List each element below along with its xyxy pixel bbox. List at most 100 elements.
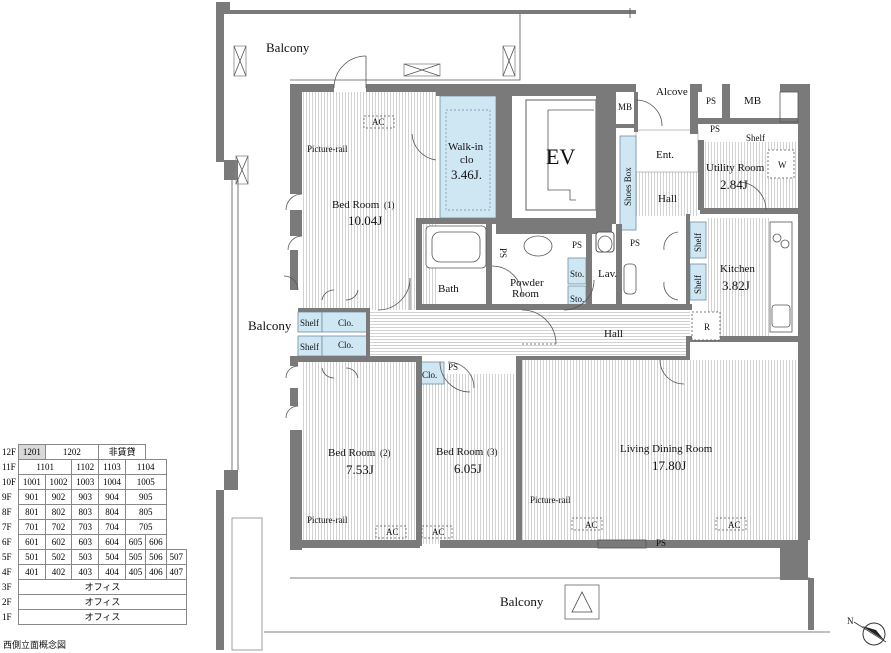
- unit-cell: 902: [44, 489, 73, 505]
- bedroom2-number: (2): [380, 448, 391, 458]
- bedroom3-name: Bed Room: [436, 446, 484, 458]
- ps-powder-label: PS: [572, 240, 582, 250]
- ac-ldr2-label: AC: [728, 520, 741, 530]
- unit-cell: 505: [124, 549, 147, 565]
- floor-label: 4F: [2, 567, 12, 577]
- bedroom1-number: (1): [384, 200, 395, 210]
- floor-label: 5F: [2, 552, 12, 562]
- unit-cell: 506: [145, 549, 167, 565]
- unit-cell: 1201: [18, 444, 46, 460]
- floor-fills: [302, 92, 798, 544]
- unit-cell: 602: [44, 534, 73, 550]
- ps-bottom-label: PS: [656, 538, 666, 548]
- kitchen-shelf-label-2: Shelf: [693, 275, 703, 294]
- unit-cell: 406: [145, 564, 167, 580]
- unit-cell: 905: [124, 489, 167, 505]
- floor-label: 7F: [2, 522, 12, 532]
- floor-label: 10F: [2, 477, 17, 487]
- unit-cell: 1102: [71, 459, 100, 475]
- unit-cell: 604: [98, 534, 126, 550]
- walkin-name-2: clo: [460, 154, 474, 166]
- kitchen-name: Kitchen: [720, 263, 755, 275]
- ps-mid-label: PS: [448, 362, 458, 372]
- bedroom3-size: 6.05J: [454, 461, 482, 476]
- living-dining-size: 17.80J: [652, 458, 686, 473]
- unit-cell: 407: [165, 564, 188, 580]
- hall-upper-label: Hall: [658, 193, 677, 205]
- left-closet-label-1: Clo.: [338, 318, 353, 328]
- balcony-top-label: Balcony: [266, 40, 310, 55]
- unit-cell: 1101: [17, 459, 73, 475]
- unit-cell: 403: [71, 564, 100, 580]
- unit-cell: オフィス: [18, 609, 187, 625]
- walkin-name: Walk-in: [448, 141, 484, 153]
- mid-closet-label: Clo.: [422, 370, 437, 380]
- unit-cell: 705: [124, 519, 167, 535]
- left-shelf-label-1: Shelf: [300, 318, 319, 328]
- bedroom3-number: (3): [487, 447, 498, 457]
- unit-cell: 704: [98, 519, 126, 535]
- unit-cell: 606: [145, 534, 167, 550]
- left-shelf-label-2: Shelf: [300, 342, 319, 352]
- bedroom2-size: 7.53J: [346, 462, 374, 477]
- bath-fixtures: [425, 149, 795, 341]
- unit-cell: 803: [71, 504, 100, 520]
- unit-cell: 805: [124, 504, 167, 520]
- unit-cell: 1103: [98, 459, 126, 475]
- unit-cell: 405: [124, 564, 147, 580]
- utility-room-name: Utility Room: [706, 162, 765, 174]
- ac-bed3-label: AC: [432, 527, 445, 537]
- unit-cell: 703: [71, 519, 100, 535]
- utility-room-size: 2.84J: [720, 177, 748, 192]
- storage-label-1: Sto.: [570, 269, 584, 279]
- unit-cell: 904: [98, 489, 126, 505]
- shelf-top-label: Shelf: [746, 133, 765, 143]
- unit-cell: オフィス: [18, 579, 187, 595]
- shoes-box-label: Shoes Box: [623, 167, 633, 206]
- room-labels: Balcony Balcony Balcony Bed Room (1) 10.…: [248, 40, 787, 609]
- unit-cell: 802: [44, 504, 73, 520]
- north-label: N: [847, 616, 854, 626]
- north-arrow-icon: N: [847, 616, 887, 646]
- powder-room-label-2: Room: [512, 288, 539, 300]
- door-swings: [283, 55, 799, 549]
- unit-cell: 801: [18, 504, 46, 520]
- unit-cell: 901: [18, 489, 46, 505]
- unit-cell: オフィス: [18, 594, 187, 610]
- balcony-bottom-label: Balcony: [500, 594, 544, 609]
- floor-label: 1F: [2, 612, 12, 622]
- unit-cell: 501: [18, 549, 46, 565]
- unit-cell: 404: [98, 564, 126, 580]
- kitchen-size: 3.82J: [722, 278, 750, 293]
- unit-cell: 1001: [18, 474, 46, 490]
- unit-cell: 1002: [44, 474, 73, 490]
- elevation-caption: 西側立面概念図: [3, 641, 67, 651]
- picture-rail-label-2: Picture-rail: [307, 515, 348, 525]
- unit-cell: 1004: [98, 474, 126, 490]
- shoes-box: [619, 135, 637, 231]
- kitchen-shelf-label-1: Shelf: [693, 233, 703, 252]
- bedroom1-name: Bed Room: [332, 199, 380, 211]
- powder-room-label-1: Powder: [510, 277, 544, 289]
- unit-cell: 701: [18, 519, 46, 535]
- ps-lav-label: PS: [630, 238, 640, 248]
- unit-cell: 402: [44, 564, 73, 580]
- lavatory-label: Lav.: [598, 268, 617, 280]
- floor-label: 3F: [2, 582, 12, 592]
- refrigerator-label: R: [704, 322, 710, 332]
- unit-cell: 504: [98, 549, 126, 565]
- balcony-left-label: Balcony: [248, 318, 292, 333]
- unit-cell: 507: [165, 549, 188, 565]
- ac-ldr1-label: AC: [585, 520, 598, 530]
- alcove-label: Alcove: [656, 86, 688, 98]
- floor-label: 9F: [2, 492, 12, 502]
- storage-label-2: Sto.: [570, 294, 584, 304]
